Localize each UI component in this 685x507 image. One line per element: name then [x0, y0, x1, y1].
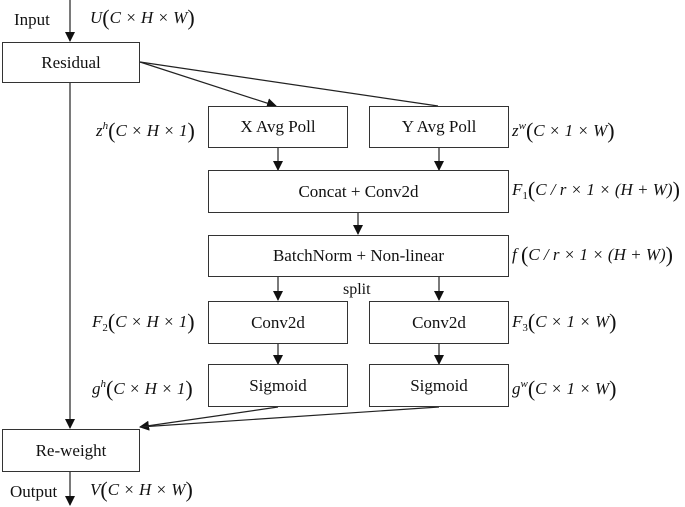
reweight-box: Re-weight: [2, 429, 140, 472]
split-label: split: [343, 281, 371, 298]
output-shape: V(C × H × W): [90, 477, 193, 502]
f-annotation: f (C / r × 1 × (H + W)): [512, 242, 673, 267]
input-label: Input: [14, 10, 50, 29]
residual-box: Residual: [2, 42, 140, 83]
input-shape: U(C × H × W): [90, 5, 195, 30]
sigmoid-right-to-reweight-line: [139, 406, 440, 428]
sigmoid-right-box: Sigmoid: [369, 364, 509, 407]
output-label: Output: [10, 482, 58, 501]
F1-annotation: F1(C / r × 1 × (H + W)): [512, 177, 680, 203]
F2-annotation: F2(C × H × 1): [92, 309, 195, 335]
conv2d-right-box: Conv2d: [369, 301, 509, 344]
F3-annotation: F3(C × 1 × W): [512, 309, 617, 335]
batchnorm-box: BatchNorm + Non-linear: [208, 235, 509, 277]
zw-annotation: zw(C × 1 × W): [512, 118, 615, 143]
x-avg-pool-box: X Avg Poll: [208, 106, 348, 148]
residual-to-ypool-line: [139, 61, 439, 107]
sigmoid-left-to-reweight-arrow: [139, 406, 279, 431]
zh-annotation: zh(C × H × 1): [96, 118, 195, 143]
conv2d-left-box: Conv2d: [208, 301, 348, 344]
gh-annotation: gh(C × H × 1): [92, 376, 193, 401]
concat-conv2d-box: Concat + Conv2d: [208, 170, 509, 213]
y-avg-pool-box: Y Avg Poll: [369, 106, 509, 148]
gw-annotation: gw(C × 1 × W): [512, 376, 617, 401]
sigmoid-left-box: Sigmoid: [208, 364, 348, 407]
residual-to-xpool-arrow: [139, 61, 277, 108]
